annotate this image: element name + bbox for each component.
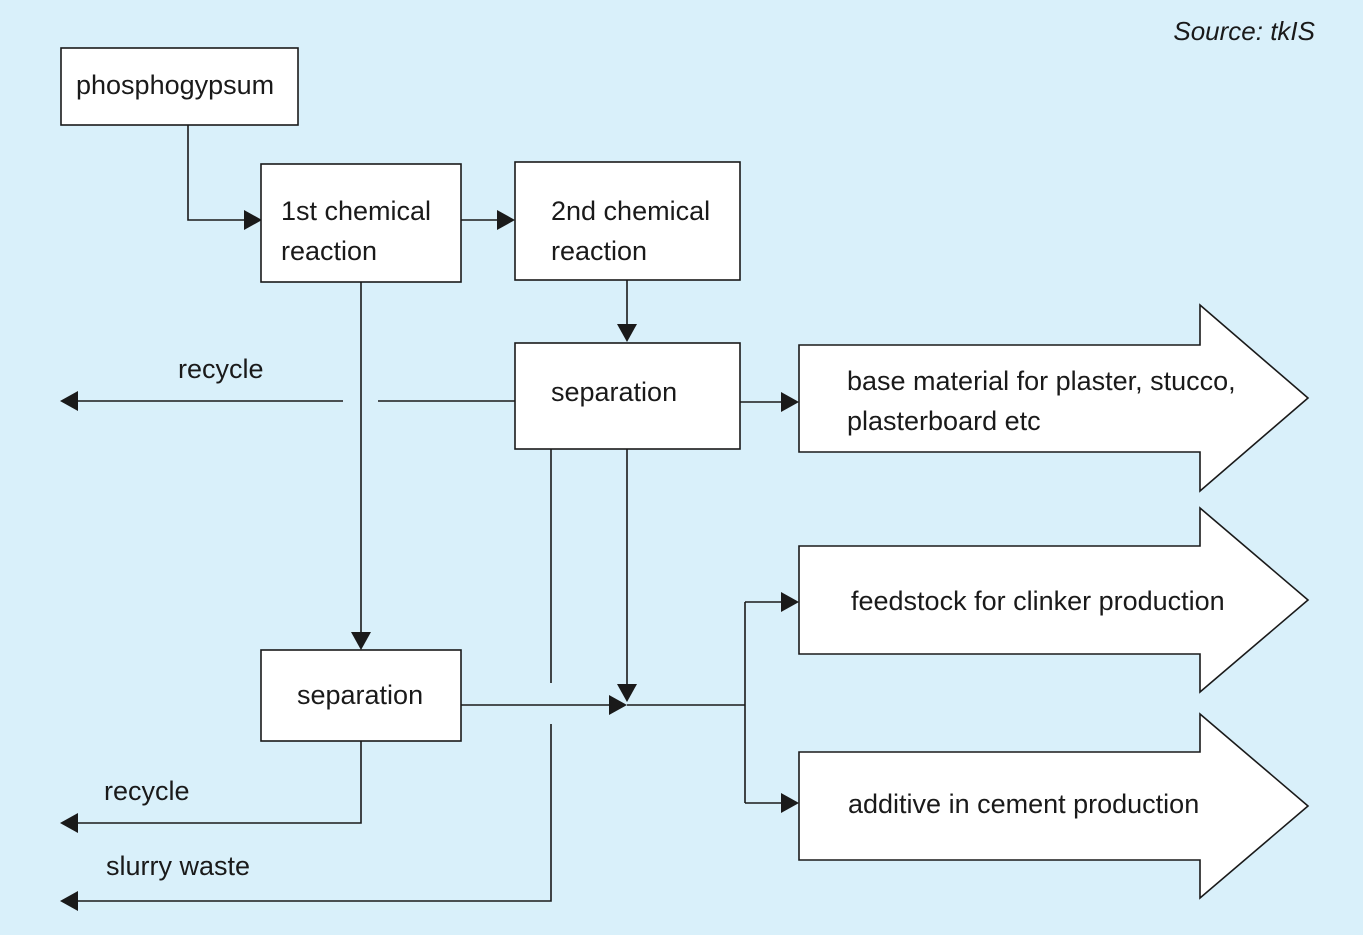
label-recycle-lower: recycle bbox=[104, 776, 190, 806]
arrowhead-reaction2 bbox=[497, 210, 515, 230]
label-reaction2-line1: 2nd chemical bbox=[551, 196, 710, 226]
block-arrow-base-material bbox=[798, 303, 1310, 493]
arrowhead-junction-down bbox=[617, 684, 637, 702]
output-additive: additive in cement production bbox=[798, 712, 1310, 900]
box-separation-lower bbox=[260, 649, 462, 742]
output-feedstock: feedstock for clinker production bbox=[798, 506, 1310, 694]
label-separation-lower: separation bbox=[297, 680, 423, 710]
node-phosphogypsum: phosphogypsum bbox=[60, 47, 299, 126]
box-reaction1 bbox=[260, 163, 462, 283]
connectors bbox=[60, 125, 799, 911]
arrowhead-recycle-lower bbox=[60, 813, 78, 833]
label-reaction1-line2: reaction bbox=[281, 236, 377, 266]
connector-recycle-lower bbox=[74, 741, 362, 824]
label-phosphogypsum: phosphogypsum bbox=[76, 70, 274, 100]
label-base-material-line2: plasterboard etc bbox=[847, 406, 1041, 436]
block-arrow-feedstock bbox=[798, 506, 1310, 694]
label-separation-upper: separation bbox=[551, 377, 677, 407]
arrowhead-feedstock bbox=[781, 592, 799, 612]
box-reaction2 bbox=[514, 161, 741, 281]
label-reaction1-line1: 1st chemical bbox=[281, 196, 431, 226]
arrowhead-separation-lower bbox=[351, 632, 371, 650]
output-base-material: base material for plaster, stucco, plast… bbox=[798, 303, 1310, 493]
arrowhead-slurry-waste bbox=[60, 891, 78, 911]
block-arrow-additive bbox=[798, 712, 1310, 900]
arrowhead-junction-right bbox=[609, 695, 627, 715]
connector-phosphogypsum-to-reaction1 bbox=[187, 125, 250, 221]
label-recycle-upper: recycle bbox=[178, 354, 264, 384]
arrowhead-recycle-upper bbox=[60, 391, 78, 411]
node-separation-upper: separation bbox=[514, 342, 741, 450]
label-additive: additive in cement production bbox=[848, 789, 1199, 819]
node-separation-lower: separation bbox=[260, 649, 462, 742]
node-reaction2: 2nd chemical reaction bbox=[514, 161, 741, 281]
box-separation-upper bbox=[514, 342, 741, 450]
arrowhead-reaction1 bbox=[244, 210, 262, 230]
box-phosphogypsum bbox=[60, 47, 299, 126]
label-slurry-waste: slurry waste bbox=[106, 851, 250, 881]
label-feedstock: feedstock for clinker production bbox=[851, 586, 1225, 616]
label-base-material-line1: base material for plaster, stucco, bbox=[847, 366, 1236, 396]
source-credit: Source: tkIS bbox=[1173, 16, 1315, 46]
arrowhead-separation-upper bbox=[617, 324, 637, 342]
arrowhead-additive bbox=[781, 793, 799, 813]
node-reaction1: 1st chemical reaction bbox=[260, 163, 462, 283]
arrowhead-base-material bbox=[781, 392, 799, 412]
label-reaction2-line2: reaction bbox=[551, 236, 647, 266]
connector-slurry-lower bbox=[74, 724, 552, 902]
